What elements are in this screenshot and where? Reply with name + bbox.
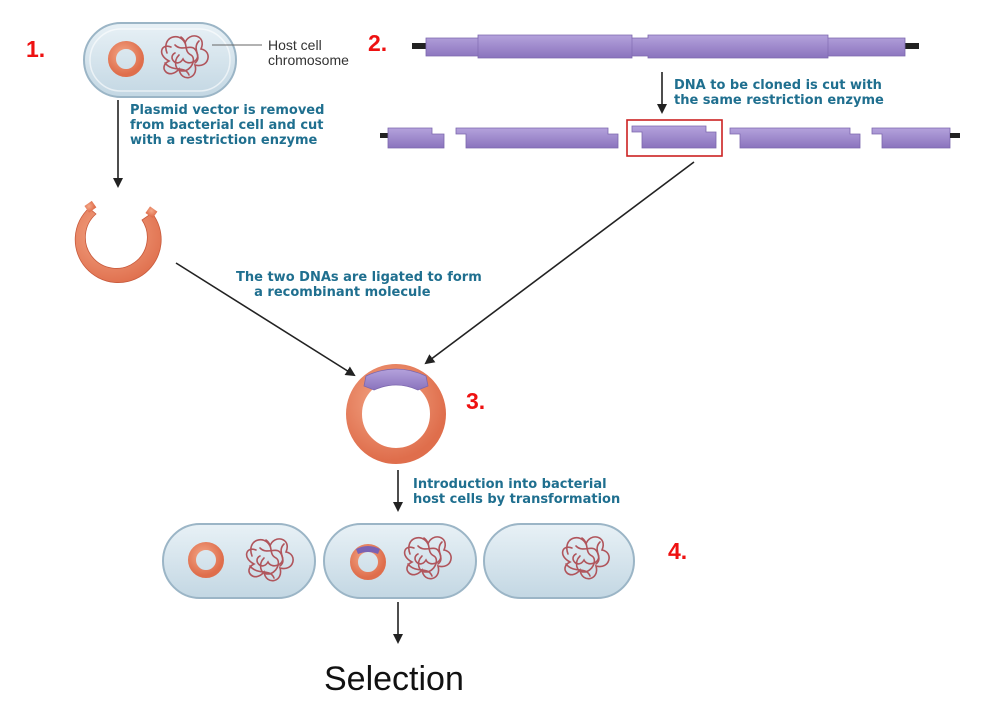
dna-to-be-cloned: [412, 34, 919, 59]
ligation-caption: The two DNAs are ligated to form a recom…: [236, 270, 482, 300]
dna-fragment-3: [729, 127, 861, 149]
step-number-2: 2.: [368, 30, 388, 56]
step-number-3: 3.: [466, 388, 486, 414]
cell-without-plasmid: [483, 523, 635, 599]
cell-with-vector: [162, 523, 316, 599]
host-cell-chromosome-label: Host cell chromosome: [268, 37, 349, 68]
dna-fragment-2: [455, 127, 619, 149]
cell-with-recombinant: [323, 523, 477, 599]
step-number-4: 4.: [668, 538, 688, 564]
dna-fragment-insert: [631, 125, 717, 149]
cut-plasmid-vector: [74, 200, 162, 283]
insert-to-recombinant-arrow: [424, 161, 695, 365]
transformation-caption: Introduction into bacterial host cells b…: [413, 477, 621, 507]
vector-to-recombinant-arrow: [175, 262, 356, 377]
plasmid-removed-caption: Plasmid vector is removed from bacterial…: [130, 103, 325, 148]
dna-fragment-1: [380, 127, 445, 149]
insert-highlight-box: [626, 119, 723, 157]
step-number-1: 1.: [26, 36, 46, 62]
dna-fragment-4: [871, 127, 960, 149]
host-bacterial-cell: [83, 22, 237, 98]
plasmid-in-host: [108, 41, 144, 77]
selection-label: Selection: [324, 660, 464, 698]
recombinant-plasmid: [346, 364, 446, 464]
dna-cut-caption: DNA to be cloned is cut with the same re…: [674, 78, 884, 108]
